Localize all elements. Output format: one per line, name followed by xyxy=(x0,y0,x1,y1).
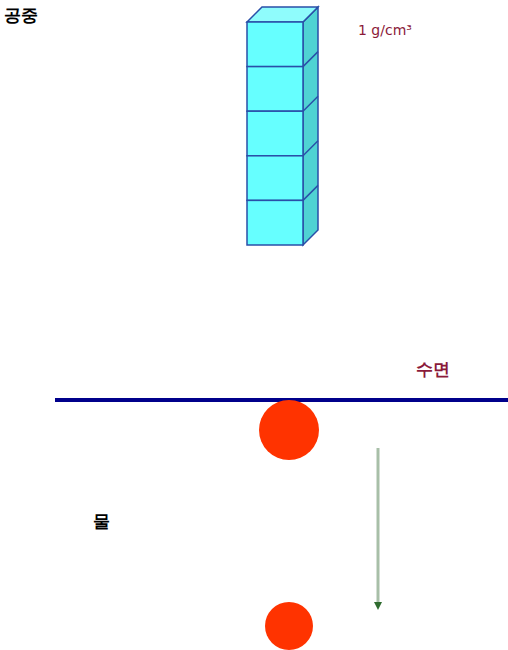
water-column xyxy=(247,7,318,245)
ball xyxy=(265,602,313,650)
medium-label: 물 xyxy=(93,510,110,533)
ball xyxy=(259,400,319,460)
surface-label: 수면 xyxy=(416,358,450,381)
medium-label: 공중 xyxy=(4,4,38,27)
motion-arrow xyxy=(377,448,380,606)
density-label: 1 g/cm³ xyxy=(358,22,412,38)
